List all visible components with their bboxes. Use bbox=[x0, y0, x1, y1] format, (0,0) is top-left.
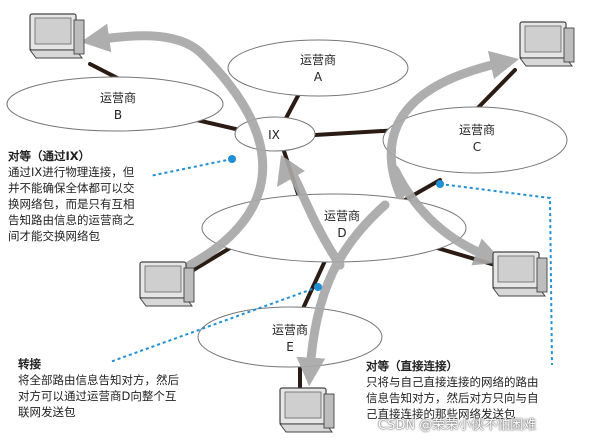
arrow-center-e bbox=[296, 200, 390, 387]
carrier-a-name: 运营商 bbox=[300, 52, 336, 67]
carrier-d-letter: D bbox=[337, 226, 346, 240]
computer-icon bbox=[492, 251, 548, 297]
arrow-center-up bbox=[276, 155, 345, 270]
note-line: 换网络包，而是只有互相 bbox=[8, 197, 135, 211]
note-line: 通过IX进行物理连接，但 bbox=[8, 165, 135, 179]
carrier-a-bubble bbox=[227, 39, 409, 97]
carrier-c-bubble bbox=[382, 106, 568, 174]
arrow-left-loop bbox=[80, 23, 267, 270]
note-peering-ix: 对等（通过IX） 通过IX进行物理连接，但 并不能确保全体都可以交 换网络包，而… bbox=[8, 148, 135, 244]
note-line: 联网发送包 bbox=[18, 405, 76, 419]
carrier-c-letter: C bbox=[473, 140, 481, 154]
note-line: 己直接连接的那些网络发送包 bbox=[366, 407, 516, 421]
carrier-a-letter: A bbox=[314, 70, 323, 84]
note-line: 信息告知对方，然后对方只向与自 bbox=[366, 391, 539, 405]
annotation-line-direct bbox=[439, 183, 553, 366]
carrier-d-name: 运营商 bbox=[324, 208, 360, 223]
annotation-dots bbox=[228, 155, 444, 291]
link-a-ix bbox=[283, 90, 302, 122]
note-peering-direct-title: 对等（直接连接） bbox=[366, 359, 458, 373]
annotation-dot-transit bbox=[314, 283, 322, 291]
carrier-c-name: 运营商 bbox=[459, 122, 495, 137]
computer-icon bbox=[139, 261, 195, 307]
note-line: 并不能确保全体都可以交 bbox=[8, 181, 135, 195]
carrier-b-bubble bbox=[6, 76, 224, 132]
annotation-dot-ix bbox=[228, 155, 236, 163]
annotation-dot-direct bbox=[436, 180, 444, 188]
computer-icon bbox=[29, 13, 85, 59]
note-line: 对方可以通过运营商D向整个互 bbox=[18, 389, 177, 403]
arrow-right-down bbox=[390, 165, 504, 266]
carrier-b-letter: B bbox=[114, 108, 122, 122]
carrier-b-name: 运营商 bbox=[100, 90, 136, 105]
carrier-e-letter: E bbox=[286, 340, 294, 354]
carrier-e-name: 运营商 bbox=[272, 322, 308, 337]
note-line: 告知路由信息的运营商之 bbox=[8, 213, 135, 227]
annotation-line-ix bbox=[149, 158, 233, 177]
note-peering-ix-title: 对等（通过IX） bbox=[8, 149, 91, 163]
computer-icon bbox=[519, 21, 575, 67]
ix-label: IX bbox=[268, 128, 280, 142]
note-transit: 转接 将全部路由信息告知对方，然后 对方可以通过运营商D向整个互 联网发送包 bbox=[18, 356, 179, 420]
note-peering-direct: 对等（直接连接） 只将与自己直接连接的网络的路由 信息告知对方，然后对方只向与自… bbox=[366, 358, 539, 422]
annotation-lines bbox=[109, 158, 553, 366]
carrier-e-bubble bbox=[197, 306, 383, 368]
note-line: 间才能交换网络包 bbox=[8, 229, 100, 243]
routing-arrows bbox=[80, 23, 520, 387]
note-line: 只将与自己直接连接的网络的路由 bbox=[366, 375, 539, 389]
computer-icon bbox=[279, 387, 335, 433]
note-line: 将全部路由信息告知对方，然后 bbox=[18, 373, 179, 387]
carrier-labels: 运营商 A 运营商 B IX 运营商 C 运营商 D 运营商 E bbox=[100, 52, 495, 354]
annotation-line-transit bbox=[109, 286, 319, 363]
watermark: CSDN @荣荣小侠不怕困难 bbox=[378, 418, 537, 433]
note-transit-title: 转接 bbox=[18, 357, 41, 371]
